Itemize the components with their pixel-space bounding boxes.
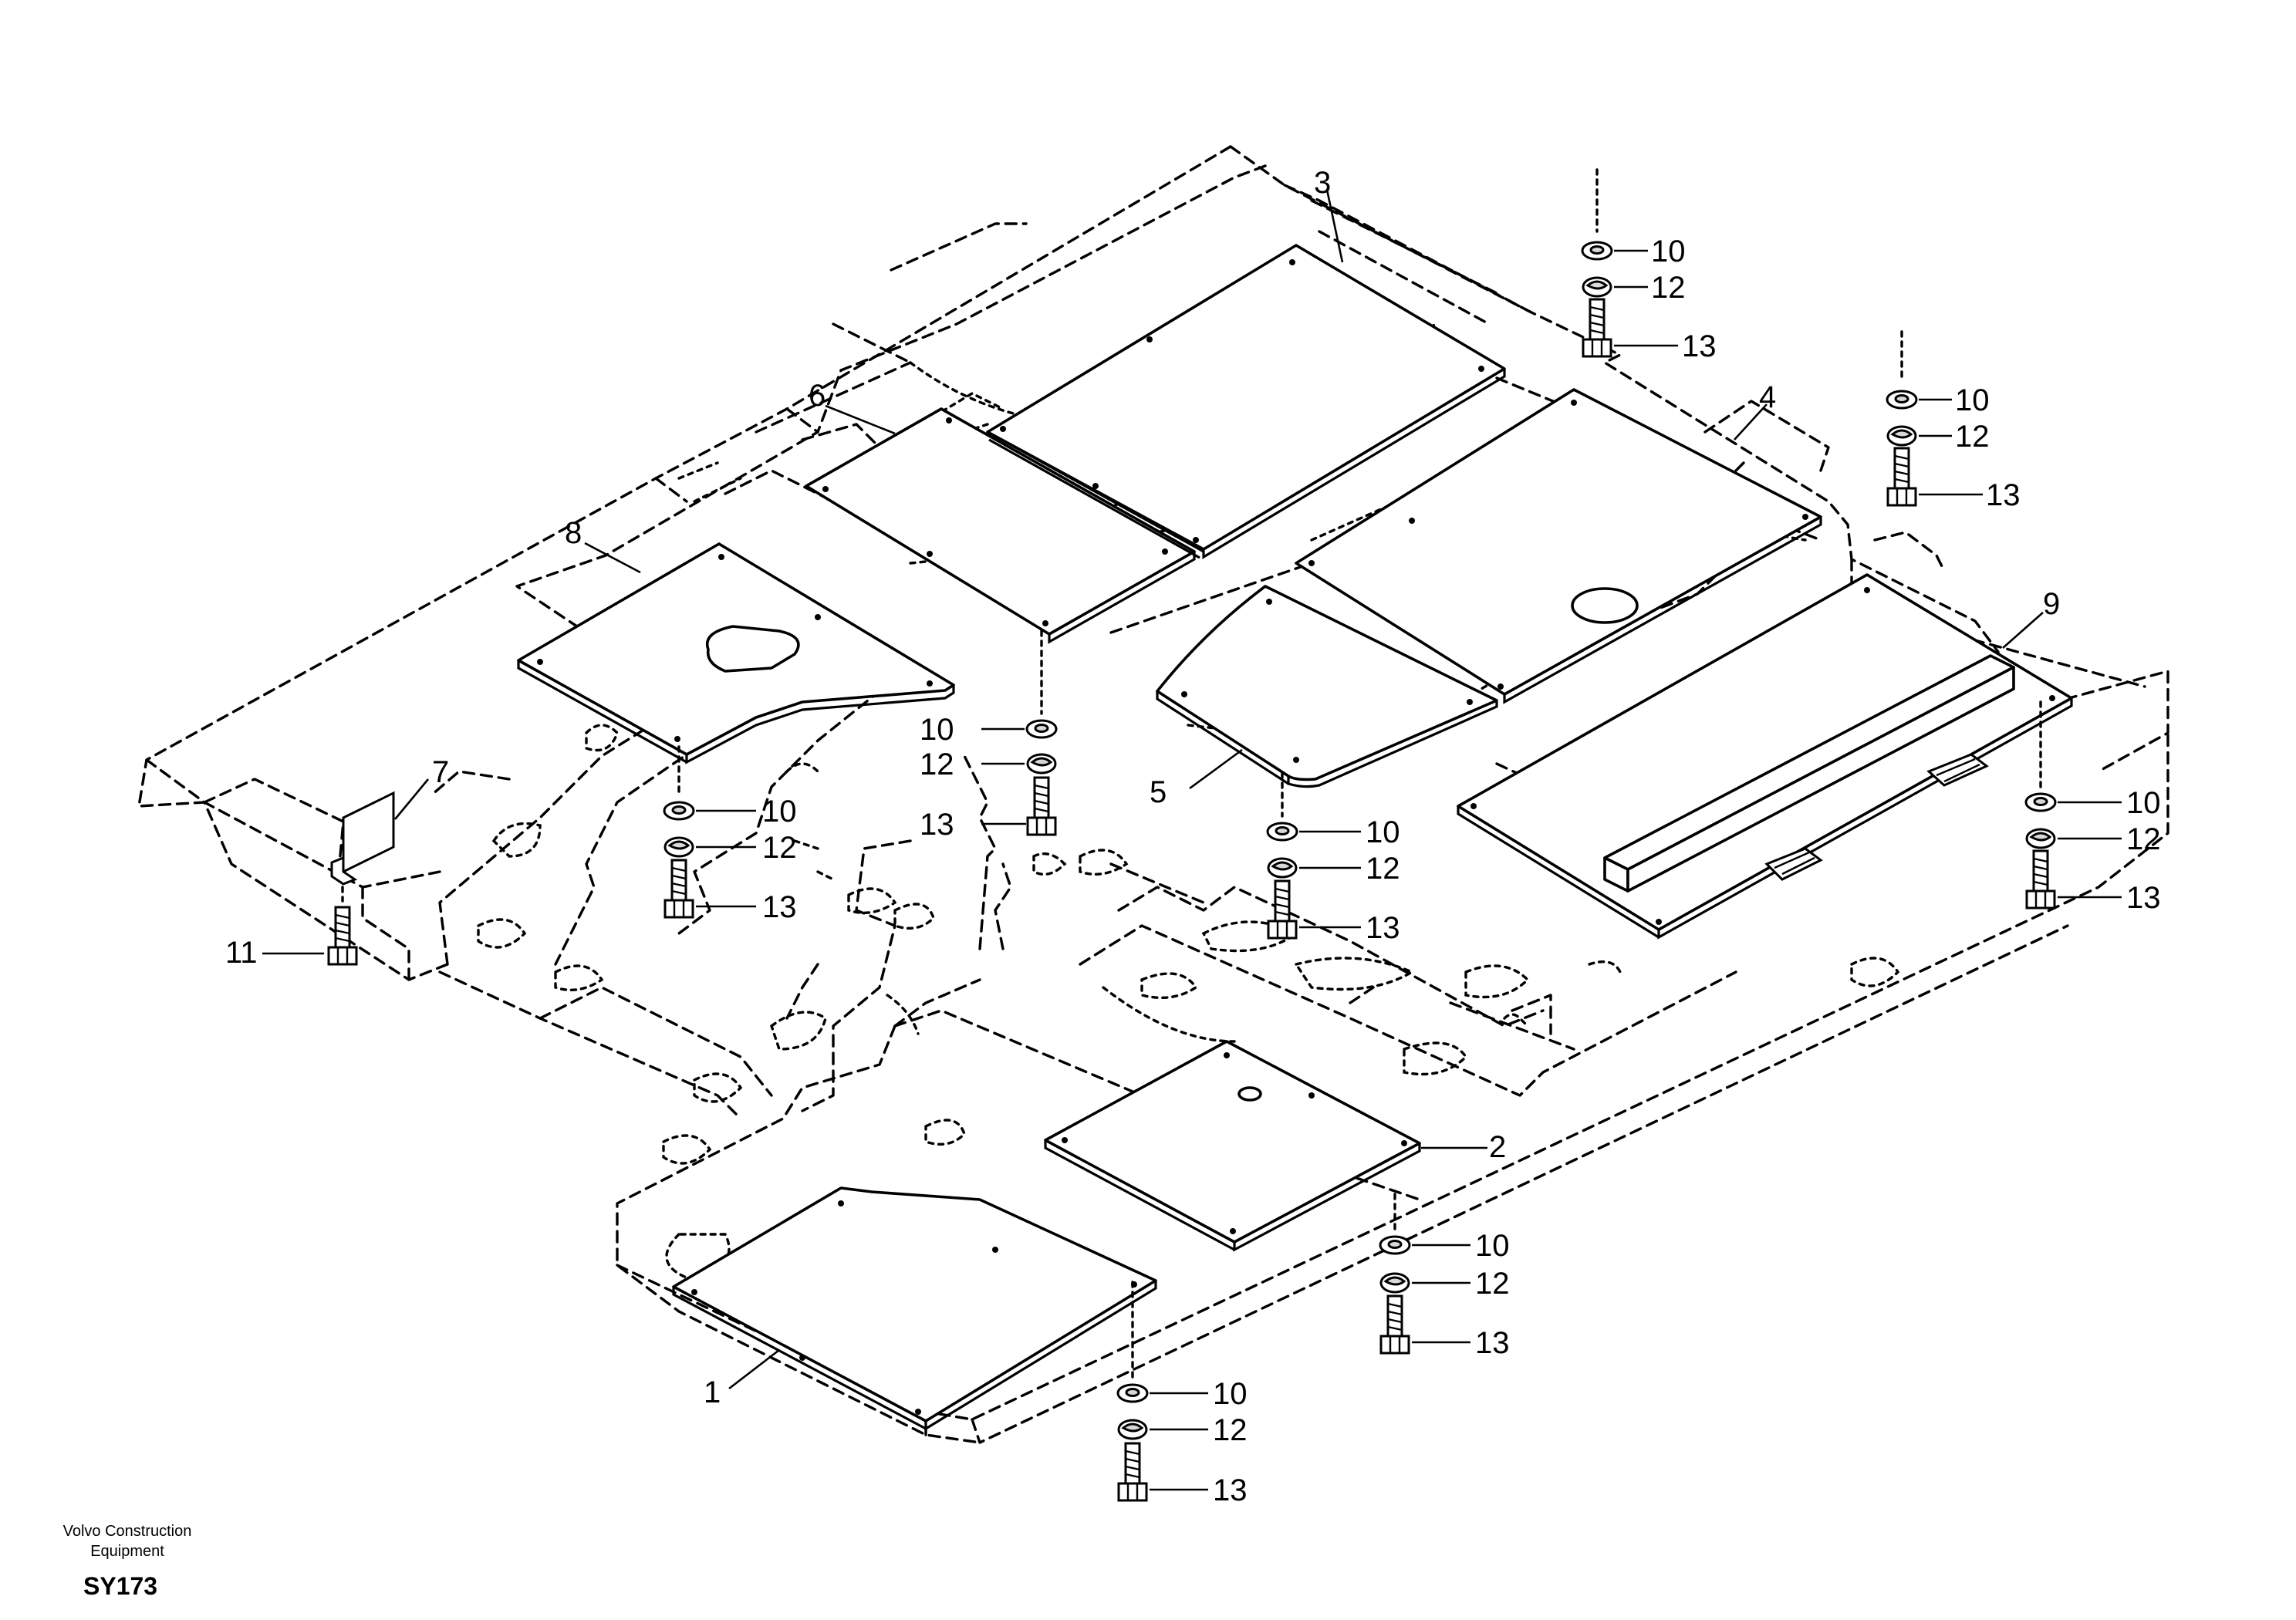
plate-1 [672,1186,1157,1431]
callout-8: 8 [565,516,582,550]
callout-4: 4 [1759,380,1776,414]
callout-10: 10 [1366,815,1400,849]
bolt-11 [327,906,358,966]
callout-11: 11 [225,936,258,970]
plate-4 [1295,388,1822,704]
callout-13: 13 [2126,881,2161,915]
callout-9: 9 [2043,587,2060,621]
callout-12: 12 [2126,822,2161,856]
plate-5 [1156,585,1498,788]
callouts: 3 4 6 8 9 7 5 2 1 11 10 12 13 10 12 13 1… [225,166,2161,1507]
callout-12: 12 [762,831,797,865]
footer-branding: Volvo Construction Equipment SY173 [23,1521,231,1601]
brand-line-1: Volvo Construction [62,1523,192,1540]
callout-12: 12 [1955,420,1990,454]
callout-12: 12 [1213,1413,1248,1447]
callout-3: 3 [1314,166,1331,200]
callout-12: 12 [1366,852,1400,886]
callout-13: 13 [920,808,954,842]
callout-10: 10 [1651,235,1686,268]
callout-13: 13 [1986,478,2021,512]
callout-13: 13 [762,890,797,924]
callout-5: 5 [1150,775,1167,809]
callout-10: 10 [1475,1229,1510,1263]
plate-9 [1457,573,2073,940]
leader-lines [262,189,2122,1491]
callout-13: 13 [1682,329,1717,363]
callout-10: 10 [762,795,797,829]
callout-13: 13 [1213,1473,1248,1507]
callout-10: 10 [920,713,954,747]
callout-7: 7 [432,755,449,789]
plate-8 [517,542,955,764]
diagram-code: SY173 [83,1572,158,1600]
callout-10: 10 [1213,1377,1248,1411]
plate-2 [1044,1040,1421,1252]
callout-2: 2 [1489,1130,1506,1164]
callout-10: 10 [1955,383,1990,417]
callout-13: 13 [1475,1326,1510,1360]
callout-12: 12 [920,748,954,781]
plate-3 [986,244,1506,559]
drop-lines [341,168,2042,1381]
callout-10: 10 [2126,786,2161,820]
brand-line-2: Equipment [90,1543,164,1560]
bracket-7 [330,791,395,886]
callout-13: 13 [1366,911,1400,945]
plate-6 [805,407,1204,644]
callout-6: 6 [809,379,826,413]
callout-12: 12 [1651,271,1686,305]
callout-12: 12 [1475,1267,1510,1301]
callout-1: 1 [704,1375,721,1409]
